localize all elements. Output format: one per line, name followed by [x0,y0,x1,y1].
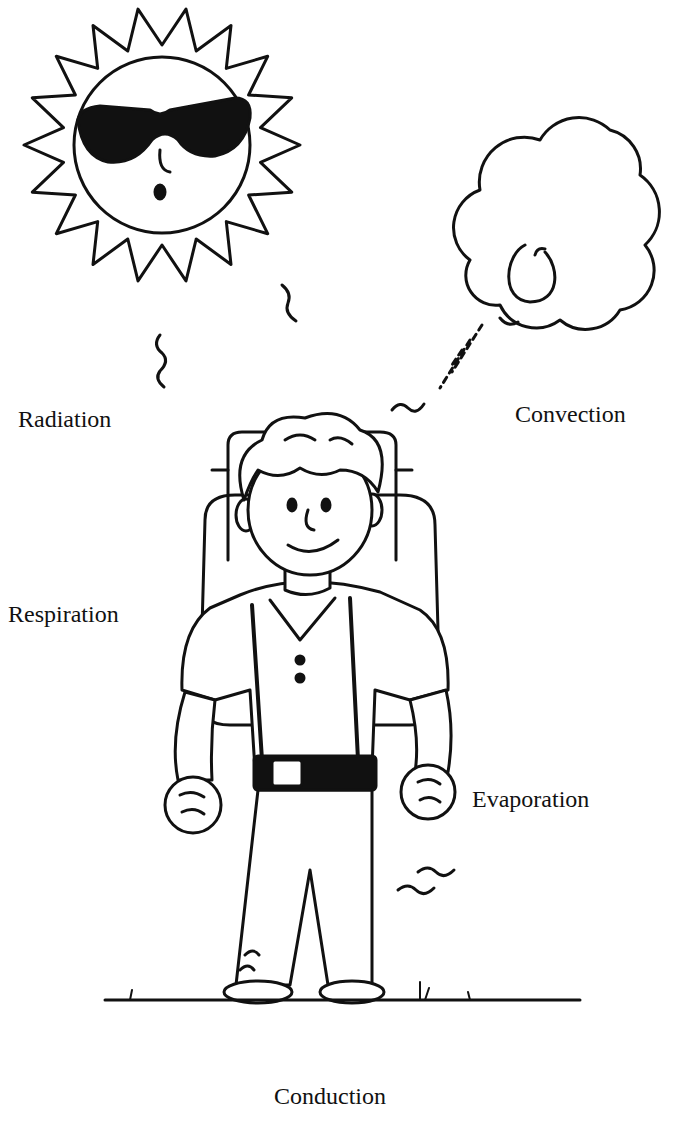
sun [24,9,300,281]
heat-waves [418,868,454,876]
ground [105,999,580,1002]
heat-waves [392,404,424,411]
convection-lines [440,325,482,388]
heat-transfer-label: Respiration [8,600,119,628]
sun [160,150,170,172]
hiker [418,779,440,802]
hiker [272,760,302,786]
hiker [285,435,352,444]
hiker [252,598,358,760]
heat-transfer-label: Convection [515,400,626,428]
hiker [240,414,383,500]
heat-transfer-label: Conduction [274,1082,386,1110]
ground [130,982,470,1000]
sun [74,57,250,233]
hiker [306,510,314,530]
heat-transfer-label: Evaporation [472,785,589,813]
hiker [410,690,451,772]
hiker [288,540,338,551]
hiker [296,656,304,664]
hiker [165,777,221,833]
hiker [288,499,296,511]
convection-lines [440,340,470,388]
hiker [270,598,335,640]
heat-waves [398,886,434,894]
hiker [254,756,376,790]
heat-waves [240,404,454,970]
hiker [296,674,304,682]
cloud [454,118,660,330]
ground [105,982,580,1000]
hiker [236,790,372,985]
sun [24,9,300,281]
cloud [500,318,518,324]
cloud [509,245,555,302]
convection-lines [452,325,482,372]
radiation-waves [156,285,296,387]
sun [78,98,250,162]
heat-transfer-label: Radiation [18,405,111,433]
radiation-waves [156,335,165,387]
cloud [535,249,545,255]
convection-lines [450,350,462,368]
hiker [322,499,330,511]
sun [155,185,165,199]
hiker [182,582,448,770]
hiker [175,692,215,780]
cloud [454,118,660,330]
heat-waves [240,951,259,970]
radiation-waves [282,285,296,321]
hiker [180,792,204,814]
hiker [165,414,455,1003]
hiker [401,765,455,819]
